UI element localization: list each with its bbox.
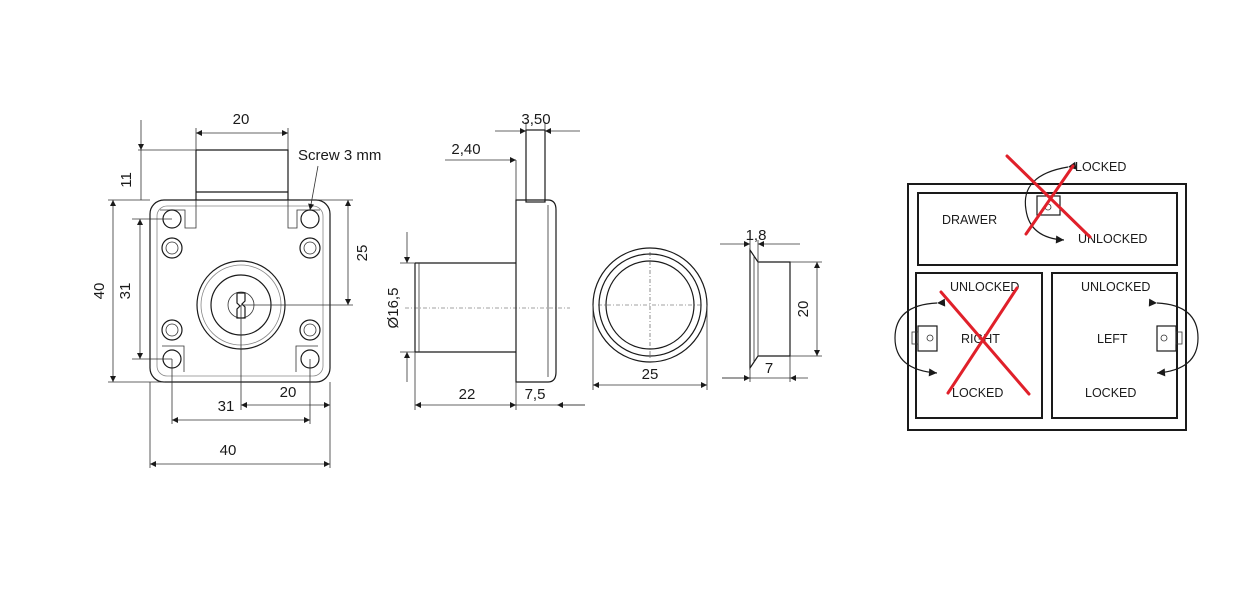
mounting-diagram: DRAWER LOCKED UNLOCKED UNLOCKED RIGHT LO… [894, 154, 1199, 431]
left-lock-icon [1156, 325, 1177, 352]
screw-note: Screw 3 mm [298, 147, 381, 164]
left-locked: LOCKED [1085, 386, 1136, 400]
drawer-locked: LOCKED [1075, 160, 1126, 174]
edge-dim-height: 20 [795, 301, 812, 318]
side-view: 2,40 3,50 Ø16,5 22 7,5 [385, 111, 585, 410]
edge-dim-depth: 7 [765, 360, 773, 377]
left-door-panel [1051, 272, 1178, 419]
front-view: 20 11 40 31 25 Screw 3 mm 20 31 40 [91, 111, 381, 468]
dim-center-width: 20 [280, 384, 297, 401]
edge-dim-thickness: 1,8 [746, 227, 767, 244]
dim-total-height: 40 [91, 283, 108, 300]
drawer-unlocked: UNLOCKED [1078, 232, 1147, 246]
dim-cylinder-length: 22 [459, 386, 476, 403]
drawer-cross [1005, 154, 1092, 239]
ring-view: 25 [592, 247, 708, 390]
dim-top-width: 20 [233, 111, 250, 128]
dim-diameter: Ø16,5 [385, 288, 402, 329]
dim-top-height: 11 [118, 172, 135, 188]
left-label: LEFT [1097, 332, 1128, 346]
dim-bolt: 3,50 [521, 111, 550, 128]
dim-total-width: 40 [220, 442, 237, 459]
ring-dim-diameter: 25 [642, 366, 659, 383]
right-unlocked: UNLOCKED [950, 280, 1019, 294]
right-locked: LOCKED [952, 386, 1003, 400]
dim-hole-height: 31 [117, 283, 134, 300]
dim-offset: 2,40 [451, 141, 480, 158]
right-door-panel [915, 272, 1043, 419]
dim-center-height: 25 [354, 245, 371, 262]
dim-hole-width: 31 [218, 398, 235, 415]
left-unlocked: UNLOCKED [1081, 280, 1150, 294]
right-lock-icon [917, 325, 938, 352]
dim-flange: 7,5 [525, 386, 546, 403]
drawer-label: DRAWER [942, 213, 997, 227]
drawer-panel [917, 192, 1178, 266]
edge-view: 1,8 20 7 [720, 227, 822, 382]
right-cross [939, 286, 1031, 396]
